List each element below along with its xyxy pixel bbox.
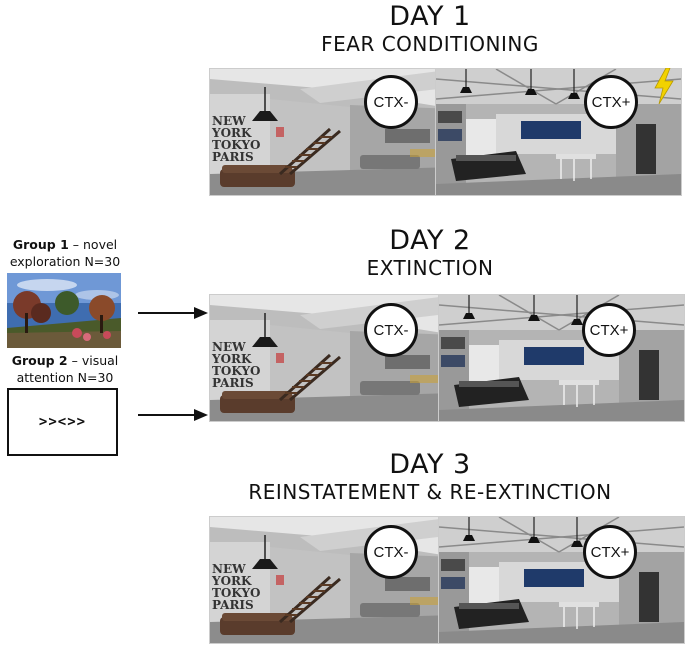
group1-desc1: – novel (68, 237, 118, 252)
ctx-minus-badge: CTX- (364, 75, 418, 129)
right-arrow-icon (138, 307, 208, 319)
day2-scene-ctx-plus: CTX+ (438, 294, 685, 422)
ctx-plus-badge: CTX+ (582, 303, 636, 357)
day1-scene-ctx-plus: CTX+ (435, 68, 682, 196)
group2-desc2: attention N=30 (16, 370, 114, 385)
day3-heading: DAY 3 REINSTATEMENT & RE-EXTINCTION (200, 449, 660, 505)
group2-label: Group 2 – visual attention N=30 (0, 352, 130, 386)
room-scene-plus-image (439, 295, 684, 421)
day3-scene-ctx-plus: CTX+ (438, 516, 685, 644)
day3-phase: REINSTATEMENT & RE-EXTINCTION (248, 480, 612, 504)
flanker-stimulus-box: >><>> (7, 388, 118, 456)
room-scene-plus-image (436, 69, 681, 195)
day1-label: DAY 1 (389, 1, 471, 32)
right-arrow-icon (138, 409, 208, 421)
day2-heading: DAY 2 EXTINCTION (200, 225, 660, 281)
day2-phase: EXTINCTION (366, 256, 494, 280)
ctx-minus-badge: CTX- (364, 303, 418, 357)
group2-desc1: – visual (67, 353, 119, 368)
room-scene-plus-image (439, 517, 684, 643)
group1-name: Group 1 (12, 237, 69, 252)
ctx-plus-badge: CTX+ (583, 525, 637, 579)
day3-label: DAY 3 (389, 449, 471, 480)
group1-label: Group 1 – novel exploration N=30 (0, 236, 130, 270)
flanker-stimulus: >><>> (38, 414, 87, 430)
ctx-minus-badge: CTX- (364, 525, 418, 579)
day1-heading: DAY 1 FEAR CONDITIONING (200, 1, 660, 57)
day1-phase: FEAR CONDITIONING (321, 32, 539, 56)
novel-exploration-image (7, 273, 121, 348)
group2-name: Group 2 (11, 353, 68, 368)
day2-label: DAY 2 (389, 225, 471, 256)
lightning-icon (654, 68, 674, 104)
ctx-plus-badge: CTX+ (584, 75, 638, 129)
group1-desc2: exploration N=30 (9, 254, 121, 269)
